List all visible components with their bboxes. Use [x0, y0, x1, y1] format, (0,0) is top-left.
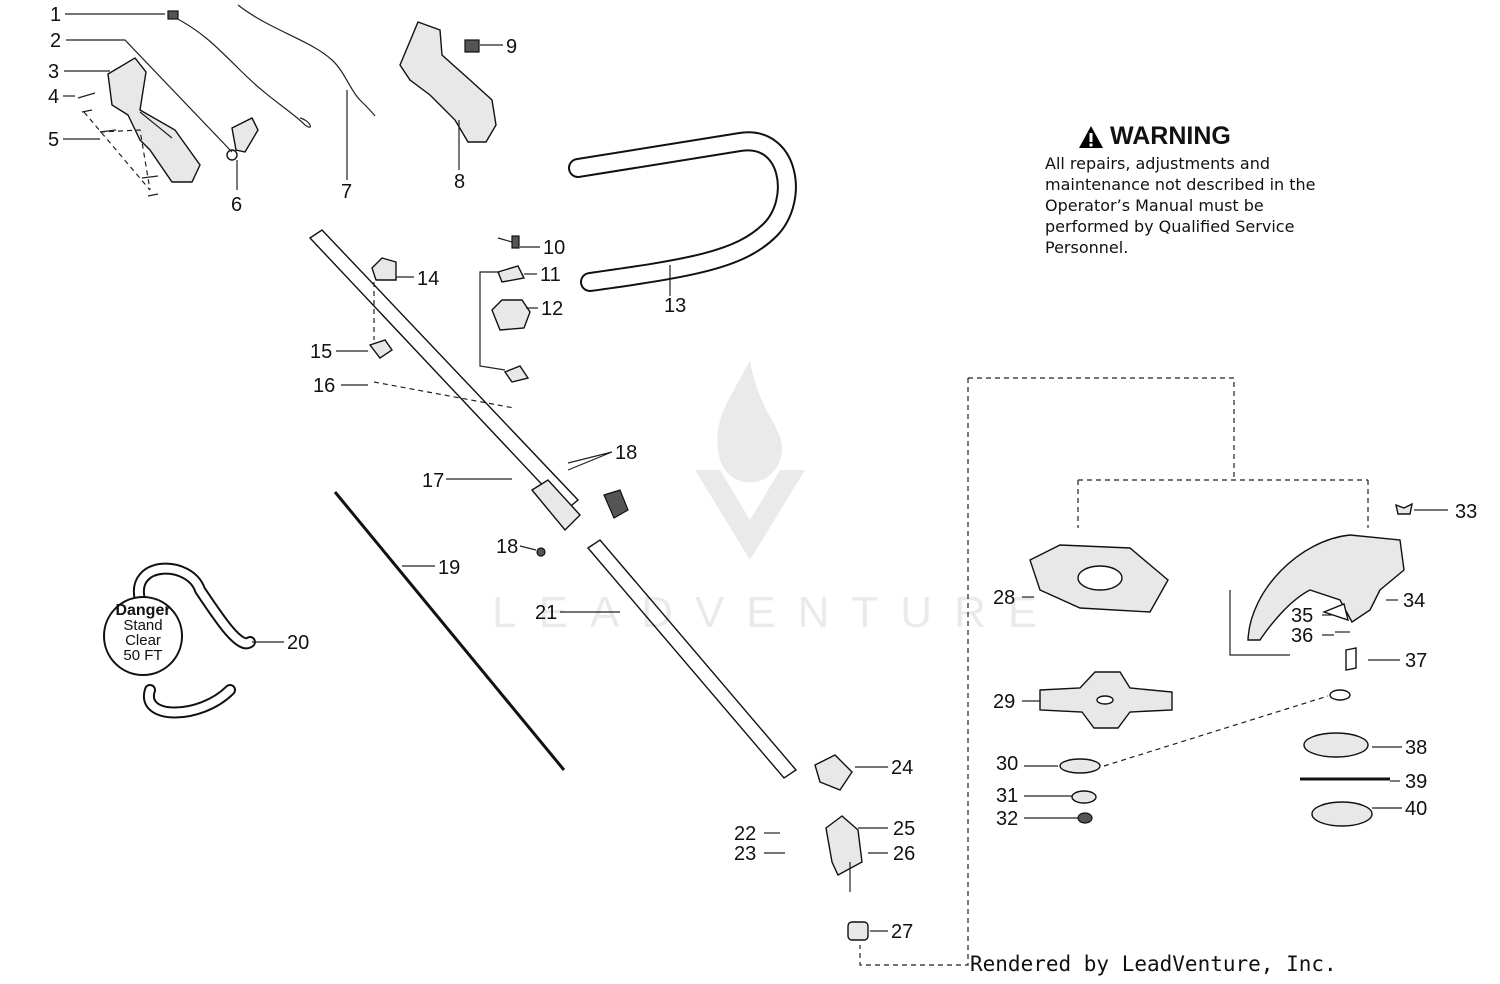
- callout-labels: 1 2 3 4 5 6 7 8 9 10 11 12 13 14 15 16 1…: [48, 4, 1477, 943]
- callout-1: 1: [50, 4, 61, 26]
- part-clamp-bottom: [503, 365, 530, 383]
- part-gear-housing: [814, 754, 853, 791]
- danger-label-line4: 50 FT: [123, 647, 163, 664]
- watermark-text: LEADVENTURE: [492, 588, 1060, 637]
- part-stop-cable: [237, 4, 376, 117]
- part-cable-end: [167, 10, 179, 20]
- rendered-by-footer: Rendered by LeadVenture, Inc.: [970, 952, 1337, 976]
- callout-38: 38: [1405, 737, 1427, 759]
- part-screw-10: [511, 235, 520, 249]
- part-washer-30: [1059, 758, 1101, 774]
- part-wing-nut: [1395, 502, 1413, 515]
- part-trimmer-guard: [1247, 534, 1405, 641]
- part-switch: [464, 39, 480, 53]
- callout-9: 9: [506, 36, 517, 58]
- callout-3: 3: [48, 61, 59, 83]
- danger-label-line3: Clear: [125, 632, 161, 649]
- callout-39: 39: [1405, 771, 1427, 793]
- part-drive-shaft: [333, 491, 566, 771]
- part-handle-shaft: [139, 111, 173, 139]
- danger-label-line1: Danger: [115, 602, 171, 619]
- warning-heading: WARNING: [1078, 122, 1345, 151]
- part-upper-shaft: [308, 229, 580, 511]
- callout-35: 35: [1291, 605, 1313, 627]
- callout-20: 20: [287, 632, 309, 654]
- callout-21: 21: [535, 602, 557, 624]
- part-handle-housing: [107, 57, 201, 183]
- part-rear-handle: [399, 21, 497, 143]
- callout-36: 36: [1291, 625, 1313, 647]
- callout-17: 17: [422, 470, 444, 492]
- callout-5: 5: [48, 129, 59, 151]
- callout-13: 13: [664, 295, 686, 317]
- callout-26: 26: [893, 843, 915, 865]
- callout-37: 37: [1405, 650, 1427, 672]
- callout-31: 31: [996, 785, 1018, 807]
- callout-4: 4: [48, 86, 59, 108]
- part-gear-head: [825, 815, 863, 876]
- callout-2: 2: [50, 30, 61, 52]
- part-spool-cover: [1311, 801, 1373, 827]
- callout-29: 29: [993, 691, 1015, 713]
- callout-25: 25: [893, 818, 915, 840]
- part-knob: [603, 489, 629, 519]
- part-throttle-cable: [171, 15, 312, 128]
- callout-32: 32: [996, 808, 1018, 830]
- callout-22: 22: [734, 823, 756, 845]
- callout-11: 11: [540, 264, 561, 286]
- callout-27: 27: [891, 921, 913, 943]
- part-bushing: [847, 921, 869, 941]
- part-washer-38a: [1329, 689, 1351, 701]
- part-lower-shaft: [586, 539, 798, 779]
- part-trigger: [231, 117, 259, 153]
- part-clip-14: [371, 257, 397, 281]
- callout-40: 40: [1405, 798, 1427, 820]
- callout-12: 12: [541, 298, 563, 320]
- danger-label-line2: Stand: [123, 617, 163, 634]
- callout-23: 23: [734, 843, 756, 865]
- part-nut-32: [1077, 812, 1093, 824]
- warning-box: WARNING All repairs, adjustments and mai…: [1045, 122, 1345, 258]
- callout-16: 16: [313, 375, 335, 397]
- callout-14: 14: [417, 268, 439, 290]
- part-washer-31: [1071, 790, 1097, 804]
- callout-24: 24: [891, 757, 913, 779]
- part-clamp-top: [497, 265, 526, 283]
- warning-triangle-icon: [1079, 125, 1103, 148]
- part-trimmer-head: [1303, 732, 1369, 758]
- callout-33: 33: [1455, 501, 1477, 523]
- callout-7: 7: [341, 181, 352, 203]
- part-bolt-37: [1345, 647, 1357, 671]
- callout-10: 10: [543, 237, 565, 259]
- part-coupler: [530, 479, 581, 532]
- part-clamp-15: [368, 339, 393, 359]
- callout-18-lower: 18: [496, 536, 518, 558]
- danger-label: Danger Stand Clear 50 FT: [103, 596, 183, 676]
- callout-15: 15: [310, 341, 332, 363]
- callout-28: 28: [993, 587, 1015, 609]
- warning-title: WARNING: [1110, 122, 1231, 150]
- callout-8: 8: [454, 171, 465, 193]
- callout-30: 30: [996, 753, 1018, 775]
- warning-text: All repairs, adjustments and maintenance…: [1045, 154, 1316, 257]
- part-bracket: [491, 299, 531, 331]
- callout-19: 19: [438, 557, 460, 579]
- watermark-flame-logo: [695, 360, 805, 560]
- callout-18-upper: 18: [615, 442, 637, 464]
- part-spring: [226, 149, 238, 161]
- part-line-cutter: [1321, 603, 1349, 622]
- callout-6: 6: [231, 194, 242, 216]
- callout-34: 34: [1403, 590, 1425, 612]
- part-nut-18: [536, 547, 546, 557]
